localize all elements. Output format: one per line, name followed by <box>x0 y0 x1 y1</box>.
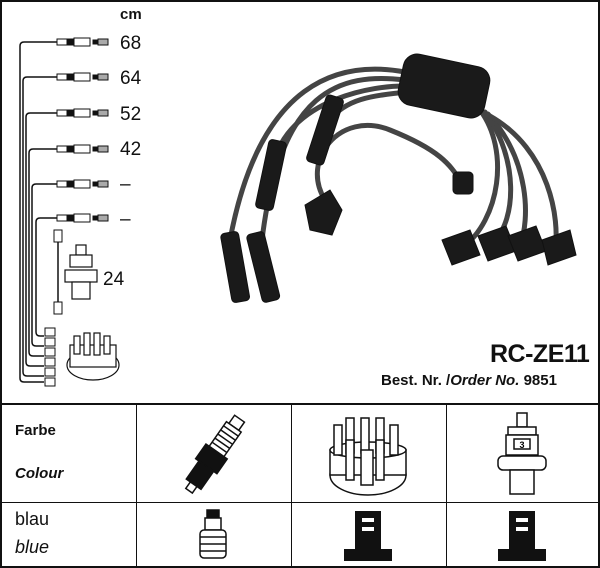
product-code: RC-ZE11 <box>490 340 590 368</box>
length-label-1: 68 <box>120 33 142 54</box>
order-number-line: Best. Nr. /Order No. 9851 <box>381 372 557 389</box>
ignition-coil-icon <box>497 412 547 495</box>
spark-plug-boot-icon <box>199 509 227 559</box>
wire-schematic <box>19 41 59 383</box>
table-col-divider-3 <box>446 403 447 568</box>
length-label-6: – <box>120 209 131 230</box>
small-coil-icon <box>64 244 98 300</box>
spark-plug-icon <box>184 414 246 495</box>
length-label-4: 42 <box>120 139 142 160</box>
coil-boot-icon <box>498 511 546 561</box>
table-top-border <box>0 403 600 405</box>
connector-row-icons <box>44 37 109 387</box>
table-col-divider-2 <box>291 403 292 568</box>
length-label-3: 52 <box>120 104 142 125</box>
unit-label: cm <box>120 6 142 23</box>
distributor-cap-icon <box>329 417 407 496</box>
table-row-divider <box>0 502 600 503</box>
colour-header-de: Farbe <box>15 422 56 439</box>
colour-value-en: blue <box>15 537 50 557</box>
order-label-en: Order No. <box>450 372 520 389</box>
length-label-5: – <box>120 174 131 195</box>
order-separator: / <box>446 372 451 389</box>
cable-boots <box>220 53 577 303</box>
coil-number: 3 <box>519 440 524 450</box>
length-label-2: 64 <box>120 68 142 89</box>
distributor-boot-icon <box>344 511 392 561</box>
small-distributor-cap-icon <box>66 332 120 381</box>
table-col-divider-1 <box>136 403 137 568</box>
colour-header-en: Colour <box>15 465 64 482</box>
colour-value-de: blau <box>15 509 50 529</box>
order-label-de: Best. Nr. <box>381 372 442 389</box>
coil-length-label: 24 <box>103 269 125 290</box>
order-number: 9851 <box>523 372 557 389</box>
